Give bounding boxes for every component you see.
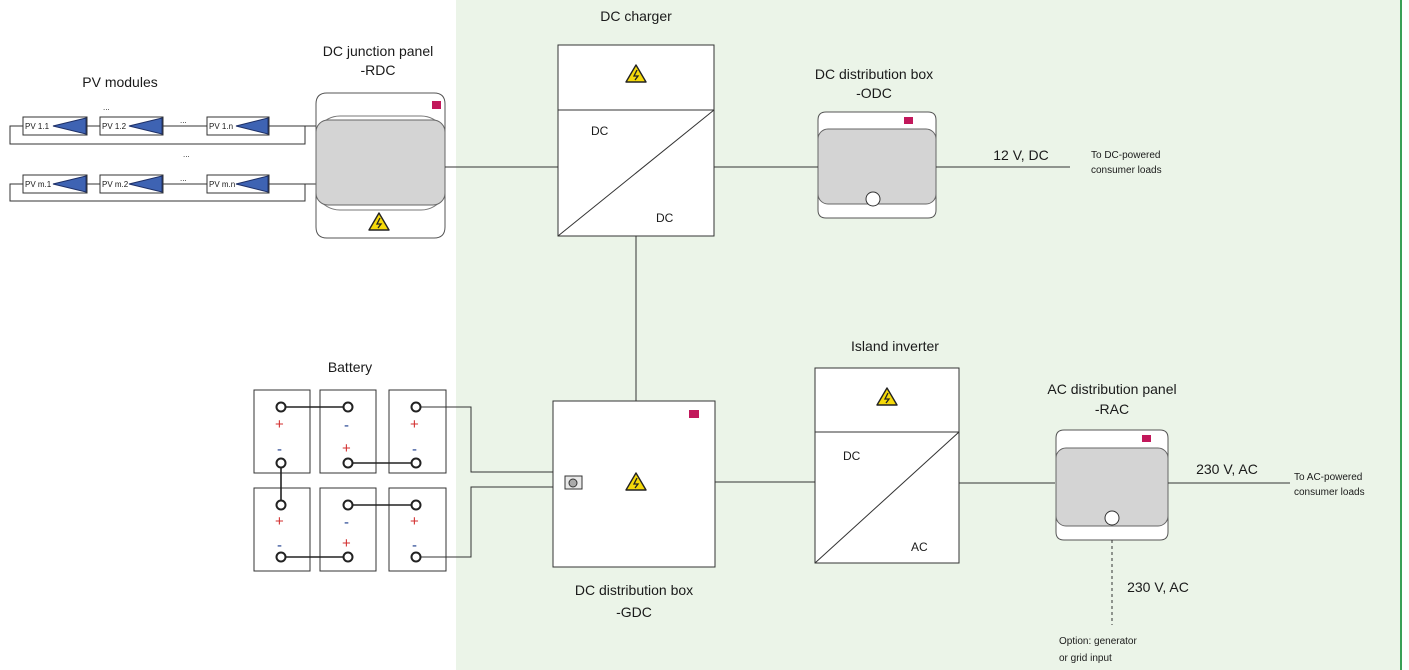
dc-output-voltage: 12 V, DC <box>993 147 1049 163</box>
ac-output-voltage: 230 V, AC <box>1196 461 1258 477</box>
brand-logo-icon <box>432 101 441 109</box>
pv-module-1-2: PV 1.2 <box>99 116 164 136</box>
pv-panel-icon <box>128 117 163 135</box>
dc-output-dest: consumer loads <box>1091 165 1162 176</box>
ac-output-dest: To AC-powered <box>1294 472 1362 483</box>
ac-input-option: 230 V, AC Option: generator or grid inpu… <box>1059 579 1189 664</box>
plus-sign: + <box>410 513 419 530</box>
brand-logo-icon <box>1142 435 1151 442</box>
dc-junction-panel: DC junction panel -RDC <box>315 43 446 239</box>
inverter-in-label: DC <box>843 449 861 463</box>
pv-ellipsis: ... <box>180 116 187 125</box>
plus-sign: + <box>275 513 284 530</box>
pv-label: PV 1.1 <box>25 122 50 131</box>
ac-input-option: Option: generator <box>1059 636 1137 647</box>
brand-logo-icon <box>689 410 699 418</box>
junction-panel-code: -RDC <box>361 62 396 78</box>
minus-sign: - <box>344 514 349 531</box>
minus-sign: - <box>277 537 282 554</box>
pv-ellipsis: ... <box>180 174 187 183</box>
pv-module-m-1: PV m.1 <box>22 174 88 194</box>
pv-module-1-1: PV 1.1 <box>22 116 88 136</box>
battery-bank: Battery + - <box>253 359 553 572</box>
battery-terminal-icon <box>275 401 422 563</box>
charger-in-label: DC <box>591 124 609 138</box>
ac-output-dest: consumer loads <box>1294 487 1365 498</box>
ac-input-voltage: 230 V, AC <box>1127 579 1189 595</box>
pv-panel-icon <box>52 175 87 193</box>
pv-label: PV m.n <box>209 180 235 189</box>
pv-module-m-n: PV m.n <box>206 174 270 194</box>
pv-title: PV modules <box>82 74 157 90</box>
odc-code: -ODC <box>856 85 892 101</box>
pv-label: PV m.2 <box>102 180 129 189</box>
plus-sign: + <box>342 535 351 552</box>
minus-sign: - <box>412 441 417 458</box>
gdc-title: DC distribution box <box>575 582 693 598</box>
inverter-title: Island inverter <box>851 338 939 354</box>
dc-output-dest: To DC-powered <box>1091 150 1160 161</box>
dc-output: 12 V, DC To DC-powered consumer loads <box>993 147 1161 176</box>
ac-input-option: or grid input <box>1059 653 1112 664</box>
island-inverter: Island inverter DC AC <box>814 338 960 564</box>
pv-module-m-2: PV m.2 <box>99 174 164 194</box>
pv-array: PV 1.1 PV 1.2 PV 1.n PV m.1 PV m <box>9 74 316 202</box>
pv-ellipsis: ... <box>103 103 110 112</box>
minus-sign: - <box>344 417 349 434</box>
pv-panel-icon <box>235 117 269 135</box>
dc-charger: DC charger DC DC <box>557 8 715 237</box>
battery-title: Battery <box>328 359 372 375</box>
charger-out-label: DC <box>656 211 674 225</box>
indicator-lamp-icon <box>1104 510 1120 526</box>
brand-logo-icon <box>904 117 913 124</box>
gdc-code: -GDC <box>616 604 652 620</box>
indicator-lamp-icon <box>568 478 578 488</box>
minus-sign: - <box>277 441 282 458</box>
rac-title: AC distribution panel <box>1047 381 1176 397</box>
indicator-lamp-icon <box>865 191 881 207</box>
dc-distribution-box-odc: DC distribution box -ODC <box>815 66 937 219</box>
pv-ellipsis: ... <box>183 150 190 159</box>
ac-distribution-panel: AC distribution panel -RAC <box>1047 381 1177 541</box>
inverter-out-label: AC <box>911 540 928 554</box>
ac-output: 230 V, AC To AC-powered consumer loads <box>1196 461 1364 498</box>
odc-title: DC distribution box <box>815 66 933 82</box>
junction-panel-title: DC junction panel <box>323 43 434 59</box>
pv-panel-icon <box>52 117 87 135</box>
plus-sign: + <box>342 440 351 457</box>
plus-sign: + <box>410 416 419 433</box>
pv-label: PV 1.n <box>209 122 233 131</box>
pv-panel-icon <box>235 175 269 193</box>
rac-code: -RAC <box>1095 401 1129 417</box>
pv-label: PV 1.2 <box>102 122 127 131</box>
pv-module-1-n: PV 1.n <box>206 116 270 136</box>
charger-title: DC charger <box>600 8 672 24</box>
pv-label: PV m.1 <box>25 180 52 189</box>
minus-sign: - <box>412 537 417 554</box>
plus-sign: + <box>275 416 284 433</box>
dc-distribution-box-gdc: DC distribution box -GDC <box>552 400 716 620</box>
pv-panel-icon <box>128 175 163 193</box>
